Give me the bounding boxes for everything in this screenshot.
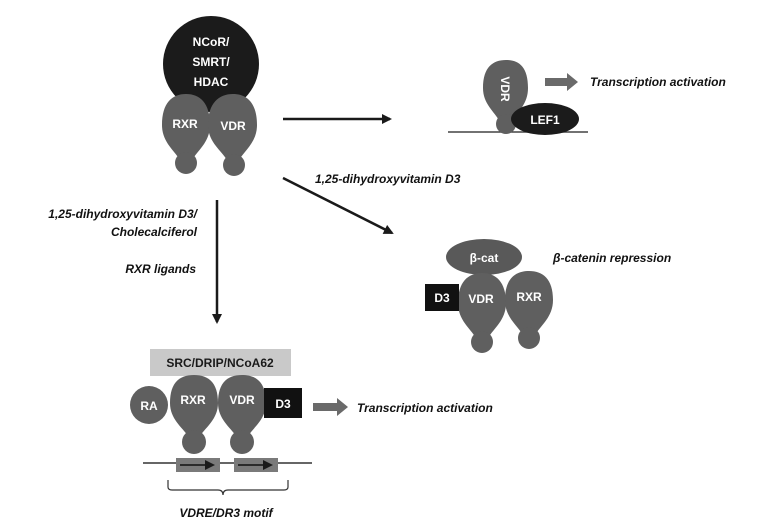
coactivator-box: [150, 349, 291, 376]
cc-d3-box: [264, 388, 302, 418]
beta-catenin-pathway: β-cat β-catenin repression VDR RXR D3: [425, 239, 671, 353]
cc-rxr-ball: [182, 430, 206, 454]
lef1-vdr-body: [483, 60, 528, 122]
cc-vdr-ball: [230, 430, 254, 454]
rxr-body: [162, 94, 210, 160]
bc-rxr-ball: [518, 327, 540, 349]
coactivator-label: SRC/DRIP/NCoA62: [166, 356, 274, 370]
ncor-label-line2: SMRT/: [192, 55, 230, 69]
ncor-label-line1: NCoR/: [193, 35, 230, 49]
ra-label: RA: [140, 399, 158, 413]
ncor-smrt-hdac-circle: [163, 16, 259, 112]
cc-d3-label: D3: [275, 397, 291, 411]
rxr-protein: RXR: [162, 94, 210, 174]
lef1-ellipse: [511, 103, 579, 135]
lef1-label: LEF1: [530, 113, 560, 127]
corepressor-complex: NCoR/ SMRT/ HDAC RXR VDR: [162, 16, 259, 176]
motif-label: VDRE/DR3 motif: [179, 506, 273, 520]
vdr-label: VDR: [220, 119, 246, 133]
rxr-ligands-label: RXR ligands: [125, 262, 196, 276]
rxr-label: RXR: [172, 117, 198, 131]
vdr-dbd-ball: [223, 154, 245, 176]
cc-rxr-body: [170, 375, 218, 436]
ligand-label-right: 1,25-dihydroxyvitamin D3: [315, 172, 461, 186]
coactivator-complex: SRC/DRIP/NCoA62 RA RXR VDR D3 Transcript…: [130, 349, 493, 520]
lef1-result-label: Transcription activation: [590, 75, 726, 89]
bc-d3-label: D3: [434, 291, 450, 305]
cc-result-label: Transcription activation: [357, 401, 493, 415]
rxr-dbd-ball: [175, 152, 197, 174]
bc-d3-box: [425, 284, 459, 311]
cc-vdr-label: VDR: [229, 393, 255, 407]
ligand-label-left-line1: 1,25-dihydroxyvitamin D3/: [48, 207, 198, 221]
beta-cat-label: β-cat: [470, 251, 499, 265]
beta-cat-ellipse: [446, 239, 522, 275]
lef1-block-arrow: [545, 73, 578, 91]
beta-catenin-result-label: β-catenin repression: [552, 251, 671, 265]
bc-rxr-label: RXR: [516, 290, 542, 304]
ra-circle: [130, 386, 168, 424]
bc-vdr-label: VDR: [468, 292, 494, 306]
lef1-pathway: VDR LEF1 Transcription activation: [448, 60, 726, 135]
cc-rxr-label: RXR: [180, 393, 206, 407]
cc-block-arrow: [313, 398, 348, 416]
vdr-protein: VDR: [208, 94, 257, 176]
bc-rxr-body: [505, 271, 553, 335]
arrow-to-beta-catenin: [282, 176, 394, 235]
bc-vdr-ball: [471, 331, 493, 353]
lef1-vdr-label: VDR: [498, 76, 512, 102]
vdr-body: [208, 94, 257, 160]
ncor-label-line3: HDAC: [194, 75, 229, 89]
motif-brace: [167, 480, 289, 496]
bc-vdr-body: [458, 273, 506, 338]
cc-vdr-body: [218, 375, 266, 436]
ligand-label-left-line2: Cholecalciferol: [111, 225, 198, 239]
